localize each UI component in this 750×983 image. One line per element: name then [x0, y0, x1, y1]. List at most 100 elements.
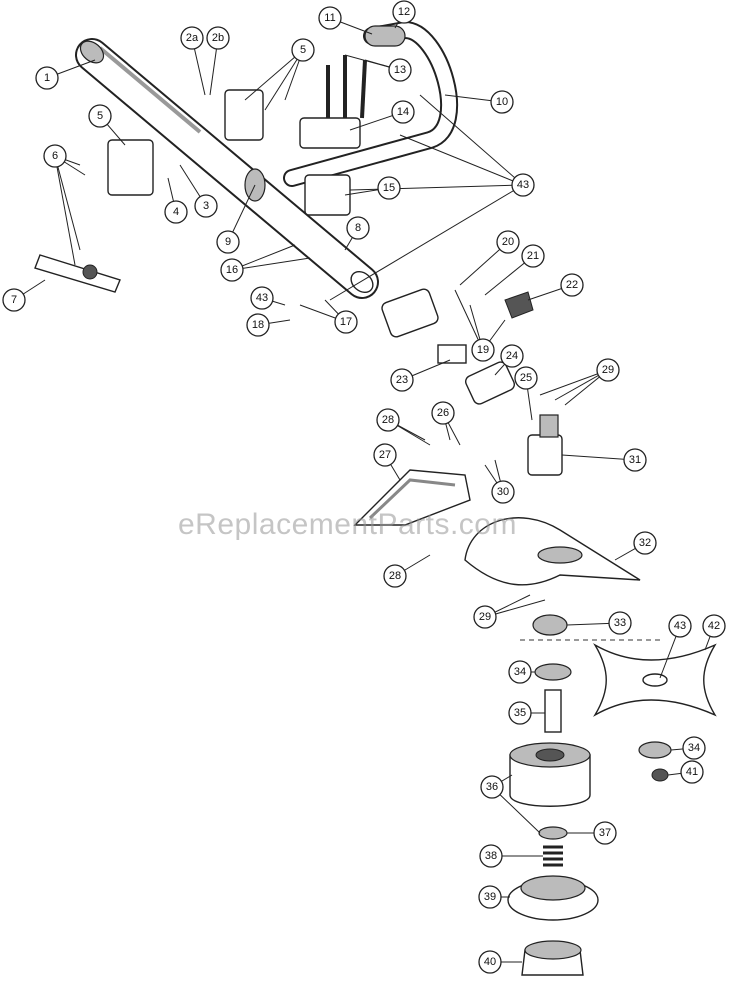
callout-circle [390, 368, 414, 392]
callout-circle [383, 564, 407, 588]
callout-35[interactable]: 35 [508, 701, 532, 725]
callout-21[interactable]: 21 [521, 244, 545, 268]
callout-circle [206, 26, 230, 50]
callout-11[interactable]: 11 [318, 6, 342, 30]
callout-label: 9 [225, 236, 231, 248]
callout-circle [596, 358, 620, 382]
callout-34[interactable]: 34 [508, 660, 532, 684]
callout-32[interactable]: 32 [633, 531, 657, 555]
callout-9[interactable]: 9 [216, 230, 240, 254]
callout-label: 2b [212, 32, 224, 44]
callout-39[interactable]: 39 [478, 885, 502, 909]
callout-8[interactable]: 8 [346, 216, 370, 240]
callout-22[interactable]: 22 [560, 273, 584, 297]
callout-label: 10 [496, 96, 508, 108]
callout-circle [391, 100, 415, 124]
callout-circle [35, 66, 59, 90]
callout-3[interactable]: 3 [194, 194, 218, 218]
callout-label: 28 [389, 570, 401, 582]
callout-circle [560, 273, 584, 297]
callout-circle [478, 950, 502, 974]
callout-27[interactable]: 27 [373, 443, 397, 467]
callout-label: 3 [203, 200, 209, 212]
callout-38[interactable]: 38 [479, 844, 503, 868]
leader-line [54, 155, 81, 251]
callout-label: 40 [484, 956, 496, 968]
callout-circle [377, 176, 401, 200]
callout-37[interactable]: 37 [593, 821, 617, 845]
callout-41[interactable]: 41 [680, 760, 704, 784]
callout-label: 7 [11, 294, 17, 306]
callout-circle [220, 258, 244, 282]
callout-14[interactable]: 14 [391, 100, 415, 124]
callout-29[interactable]: 29 [473, 605, 497, 629]
callout-circle [88, 104, 112, 128]
callout-31[interactable]: 31 [623, 448, 647, 472]
callout-33[interactable]: 33 [608, 611, 632, 635]
leader-line [264, 49, 304, 111]
callout-label: 34 [514, 666, 526, 678]
callout-label: 41 [686, 766, 698, 778]
callout-circle [702, 614, 726, 638]
callout-circle [431, 401, 455, 425]
callout-circle [392, 0, 416, 24]
leader-line [419, 94, 524, 186]
callout-2a[interactable]: 2a [180, 26, 204, 50]
callout-15[interactable]: 15 [377, 176, 401, 200]
callout-16[interactable]: 16 [220, 258, 244, 282]
callout-5[interactable]: 5 [291, 38, 315, 62]
callout-20[interactable]: 20 [496, 230, 520, 254]
callout-circle [480, 775, 504, 799]
callout-label: 8 [355, 222, 361, 234]
callout-2b[interactable]: 2b [206, 26, 230, 50]
callout-circle [491, 480, 515, 504]
callout-label: 6 [52, 150, 58, 162]
callout-10[interactable]: 10 [490, 90, 514, 114]
leader-line [349, 184, 524, 191]
callout-label: 34 [688, 742, 700, 754]
callout-5[interactable]: 5 [88, 104, 112, 128]
callout-24[interactable]: 24 [500, 344, 524, 368]
callout-7[interactable]: 7 [2, 288, 26, 312]
callout-34[interactable]: 34 [682, 736, 706, 760]
callout-circle [508, 701, 532, 725]
callout-label: 4 [173, 206, 179, 218]
callout-29[interactable]: 29 [596, 358, 620, 382]
callout-40[interactable]: 40 [478, 950, 502, 974]
callout-label: 11 [324, 12, 335, 24]
callout-circle [490, 90, 514, 114]
callout-43[interactable]: 43 [668, 614, 692, 638]
callout-28[interactable]: 28 [383, 564, 407, 588]
callout-circle [164, 200, 188, 224]
callout-26[interactable]: 26 [431, 401, 455, 425]
callout-42[interactable]: 42 [702, 614, 726, 638]
callout-25[interactable]: 25 [514, 366, 538, 390]
callout-circle [473, 605, 497, 629]
callout-1[interactable]: 1 [35, 66, 59, 90]
callout-18[interactable]: 18 [246, 313, 270, 337]
callout-circle [668, 614, 692, 638]
callout-label: 20 [502, 236, 514, 248]
callout-4[interactable]: 4 [164, 200, 188, 224]
callout-28[interactable]: 28 [376, 408, 400, 432]
callout-19[interactable]: 19 [471, 338, 495, 362]
callout-6[interactable]: 6 [43, 144, 67, 168]
callout-label: 5 [300, 44, 306, 56]
callout-43[interactable]: 43 [511, 173, 535, 197]
callout-43[interactable]: 43 [250, 286, 274, 310]
callout-23[interactable]: 23 [390, 368, 414, 392]
callout-12[interactable]: 12 [392, 0, 416, 24]
callout-30[interactable]: 30 [491, 480, 515, 504]
callout-circle [623, 448, 647, 472]
callout-label: 43 [517, 179, 529, 191]
callout-circle [508, 660, 532, 684]
callout-label: 30 [497, 486, 509, 498]
callout-circle [194, 194, 218, 218]
callout-13[interactable]: 13 [388, 58, 412, 82]
callout-17[interactable]: 17 [334, 310, 358, 334]
callout-label: 38 [485, 850, 497, 862]
callout-36[interactable]: 36 [480, 775, 504, 799]
callout-label: 36 [486, 781, 498, 793]
callout-label: 28 [382, 414, 394, 426]
